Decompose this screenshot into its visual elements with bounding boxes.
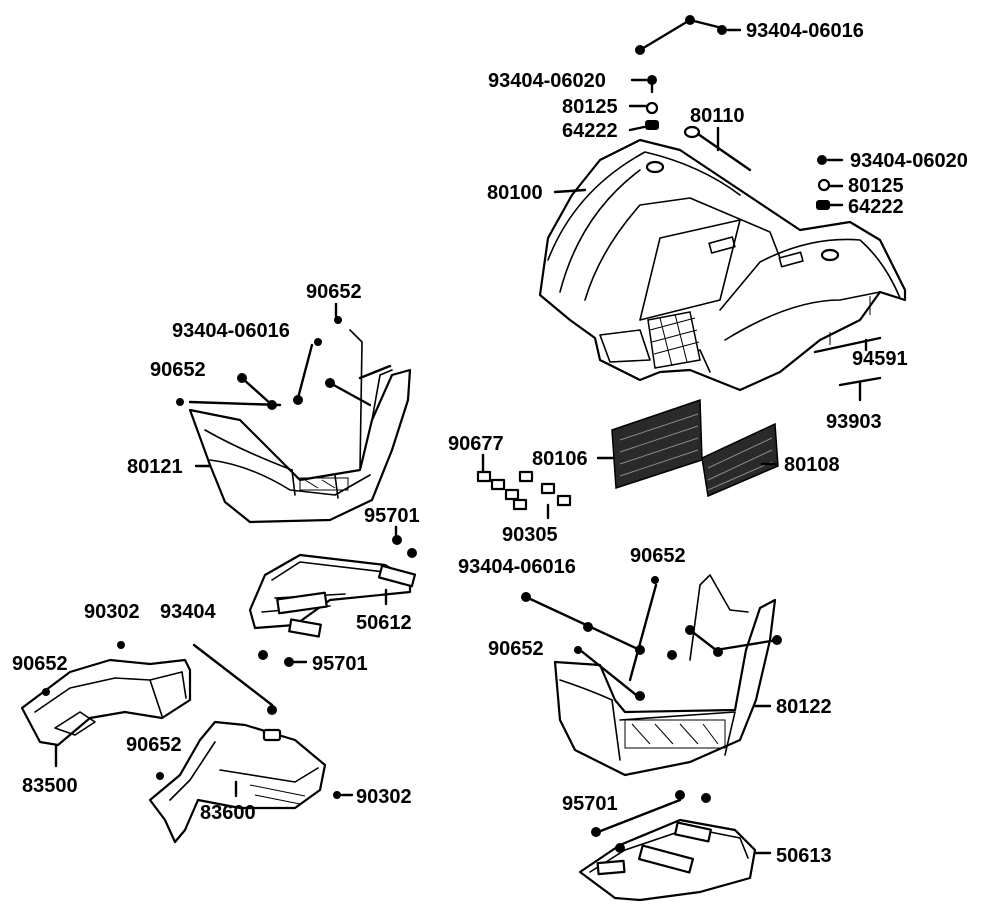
leader-line (596, 798, 682, 834)
rear-fender-80100 (538, 138, 907, 392)
cover-83500 (20, 658, 192, 747)
callout-95701-a: 95701 (364, 505, 420, 527)
bolt-icon (117, 641, 125, 649)
callout-80122: 80122 (776, 696, 832, 718)
callout-93404-06016-top: 93404-06016 (746, 20, 864, 42)
fastener-cluster-top (635, 15, 882, 387)
callout-80125-b: 80125 (848, 175, 904, 197)
bolt-icon (267, 705, 277, 715)
callout-90305: 90305 (502, 524, 558, 546)
bolt-icon (42, 688, 50, 696)
callout-95701-c: 95701 (562, 793, 618, 815)
bolt-icon (284, 657, 294, 667)
callout-80125-a: 80125 (562, 96, 618, 118)
callout-95701-b: 95701 (312, 653, 368, 675)
callout-93903: 93903 (826, 411, 882, 433)
footrest-left-80121 (188, 329, 412, 524)
clip-set (476, 470, 572, 511)
callout-83500: 83500 (22, 775, 78, 797)
callout-80106: 80106 (532, 448, 588, 470)
bolt-icon (701, 793, 711, 803)
callout-90652-e: 90652 (630, 545, 686, 567)
bolt-icon (258, 650, 268, 660)
callout-90677: 90677 (448, 433, 504, 455)
callout-90652-a: 90652 (306, 281, 362, 303)
pad-80108 (701, 422, 779, 498)
callout-50613: 50613 (776, 845, 832, 867)
bolt-icon (392, 535, 402, 545)
callout-90652-b: 90652 (150, 359, 206, 381)
bolt-icon (156, 772, 164, 780)
callout-93404: 93404 (160, 601, 216, 623)
bolt-icon (675, 790, 685, 800)
bolt-icon (407, 548, 417, 558)
bolt-icon (333, 791, 341, 799)
footrest-right-80122 (553, 574, 777, 777)
bracket-50613 (578, 818, 757, 902)
pad-80106 (611, 398, 703, 490)
callout-90652-d: 90652 (126, 734, 182, 756)
callout-83600: 83600 (200, 802, 256, 824)
callout-90652-f: 90652 (488, 638, 544, 660)
callout-50612: 50612 (356, 612, 412, 634)
callout-80100: 80100 (487, 182, 543, 204)
callout-93404-06016-c: 93404-06016 (458, 556, 576, 578)
callout-64222-b: 64222 (848, 196, 904, 218)
callout-80108: 80108 (784, 454, 840, 476)
bracket-50612 (248, 553, 417, 638)
callout-93404-06016-b: 93404-06016 (172, 320, 290, 342)
callout-90302-a: 90302 (84, 601, 140, 623)
callout-leaders (54, 28, 868, 855)
footrest-left-fasteners (176, 316, 392, 410)
callout-labels: 93404-06016 93404-06020 80125 64222 8011… (12, 20, 968, 867)
callout-94591: 94591 (852, 348, 908, 370)
callout-64222-a: 64222 (562, 120, 618, 142)
bolt-icon (615, 843, 625, 853)
cover-83600 (148, 720, 327, 844)
callout-93404-06020-a: 93404-06020 (488, 70, 606, 92)
callout-90652-c: 90652 (12, 653, 68, 675)
callout-90302-b: 90302 (356, 786, 412, 808)
callout-80110: 80110 (690, 105, 745, 127)
callout-93404-06020-b: 93404-06020 (850, 150, 968, 172)
leader-line (192, 643, 274, 707)
callout-80121: 80121 (127, 456, 183, 478)
bolt-icon (591, 827, 601, 837)
footrest-right-fasteners (521, 576, 782, 701)
